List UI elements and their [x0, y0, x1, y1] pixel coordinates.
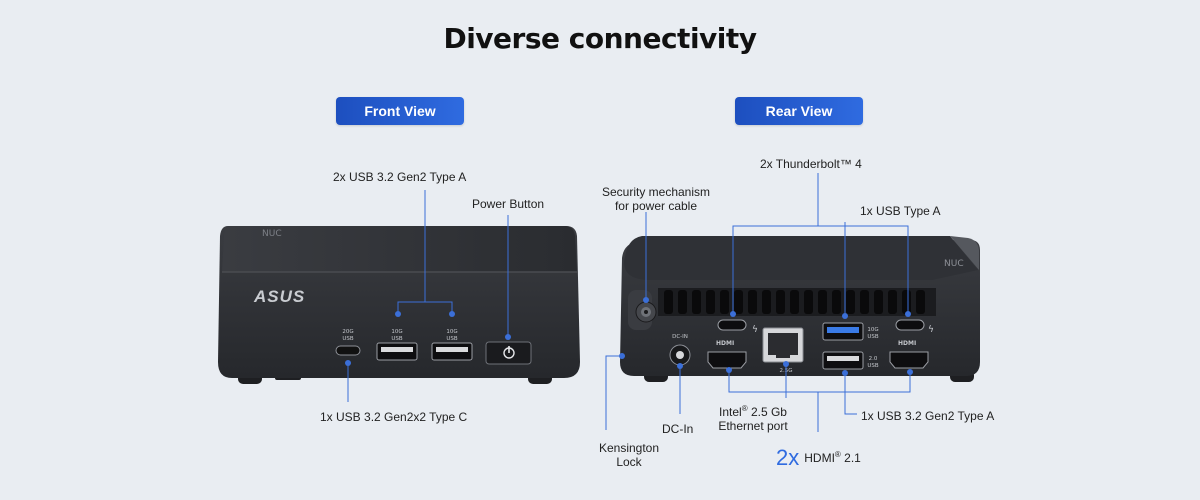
rear-device: NUC	[605, 173, 980, 432]
security-mechanism-label: Security mechanism for power cable	[601, 185, 711, 213]
svg-text:USB: USB	[446, 336, 458, 342]
usb-gen2-label: 1x USB 3.2 Gen2 Type A	[861, 409, 995, 423]
svg-text:10G: 10G	[391, 329, 402, 335]
hdmi-port-1: HDMI	[707, 340, 747, 369]
svg-text:USB: USB	[867, 334, 879, 340]
svg-text:USB: USB	[867, 363, 879, 369]
thunderbolt-port-2: ϟ	[895, 319, 934, 335]
front-usb-a-port-2: 10G USB	[431, 329, 473, 361]
svg-text:ϟ: ϟ	[752, 325, 758, 335]
kensington-lock-label: Kensington Lock	[598, 441, 660, 469]
dc-in-label: DC-In	[662, 422, 694, 436]
svg-text:20G: 20G	[342, 329, 353, 335]
front-nuc-logo: NUC	[262, 229, 282, 239]
thunderbolt-port-1: ϟ	[717, 319, 758, 335]
rear-usb-a-port-top: 10G USB	[822, 322, 879, 341]
rear-nuc-logo: NUC	[944, 259, 964, 269]
power-button	[485, 341, 532, 365]
svg-text:2.0: 2.0	[869, 356, 878, 362]
hdmi-port-2: HDMI	[889, 340, 929, 369]
front-usb-c-port: 20G USB	[335, 329, 361, 356]
power-button-label: Power Button	[472, 197, 545, 211]
svg-text:USB: USB	[342, 336, 354, 342]
front-device: NUC ASUS 20G USB 10G USB 10G USB	[218, 190, 580, 402]
rear-usb-a-port-bottom: 2.0 USB	[822, 351, 879, 370]
dc-in-port: DC-IN	[669, 334, 691, 366]
front-usb-a-port-1: 10G USB	[376, 329, 418, 361]
rear-view-tab[interactable]: Rear View	[735, 97, 863, 125]
page-title: Diverse connectivity	[443, 22, 757, 55]
thunderbolt-label: 2x Thunderbolt™ 4	[760, 157, 862, 171]
svg-text:USB: USB	[391, 336, 403, 342]
svg-text:DC-IN: DC-IN	[672, 334, 688, 340]
rear-usb-a-label: 1x USB Type A	[860, 204, 941, 218]
svg-text:HDMI: HDMI	[716, 340, 734, 347]
svg-text:ϟ: ϟ	[928, 325, 934, 335]
front-view-tab[interactable]: Front View	[336, 97, 464, 125]
svg-text:HDMI: HDMI	[898, 340, 916, 347]
asus-logo: ASUS	[253, 287, 305, 306]
svg-text:10G: 10G	[867, 327, 878, 333]
svg-text:10G: 10G	[446, 329, 457, 335]
front-usb-a-label: 2x USB 3.2 Gen2 Type A	[333, 170, 467, 184]
ethernet-label: Intel® 2.5 Gb Ethernet port	[718, 404, 788, 433]
rear-vent	[664, 290, 925, 314]
front-usb-c-label: 1x USB 3.2 Gen2x2 Type C	[320, 410, 468, 424]
